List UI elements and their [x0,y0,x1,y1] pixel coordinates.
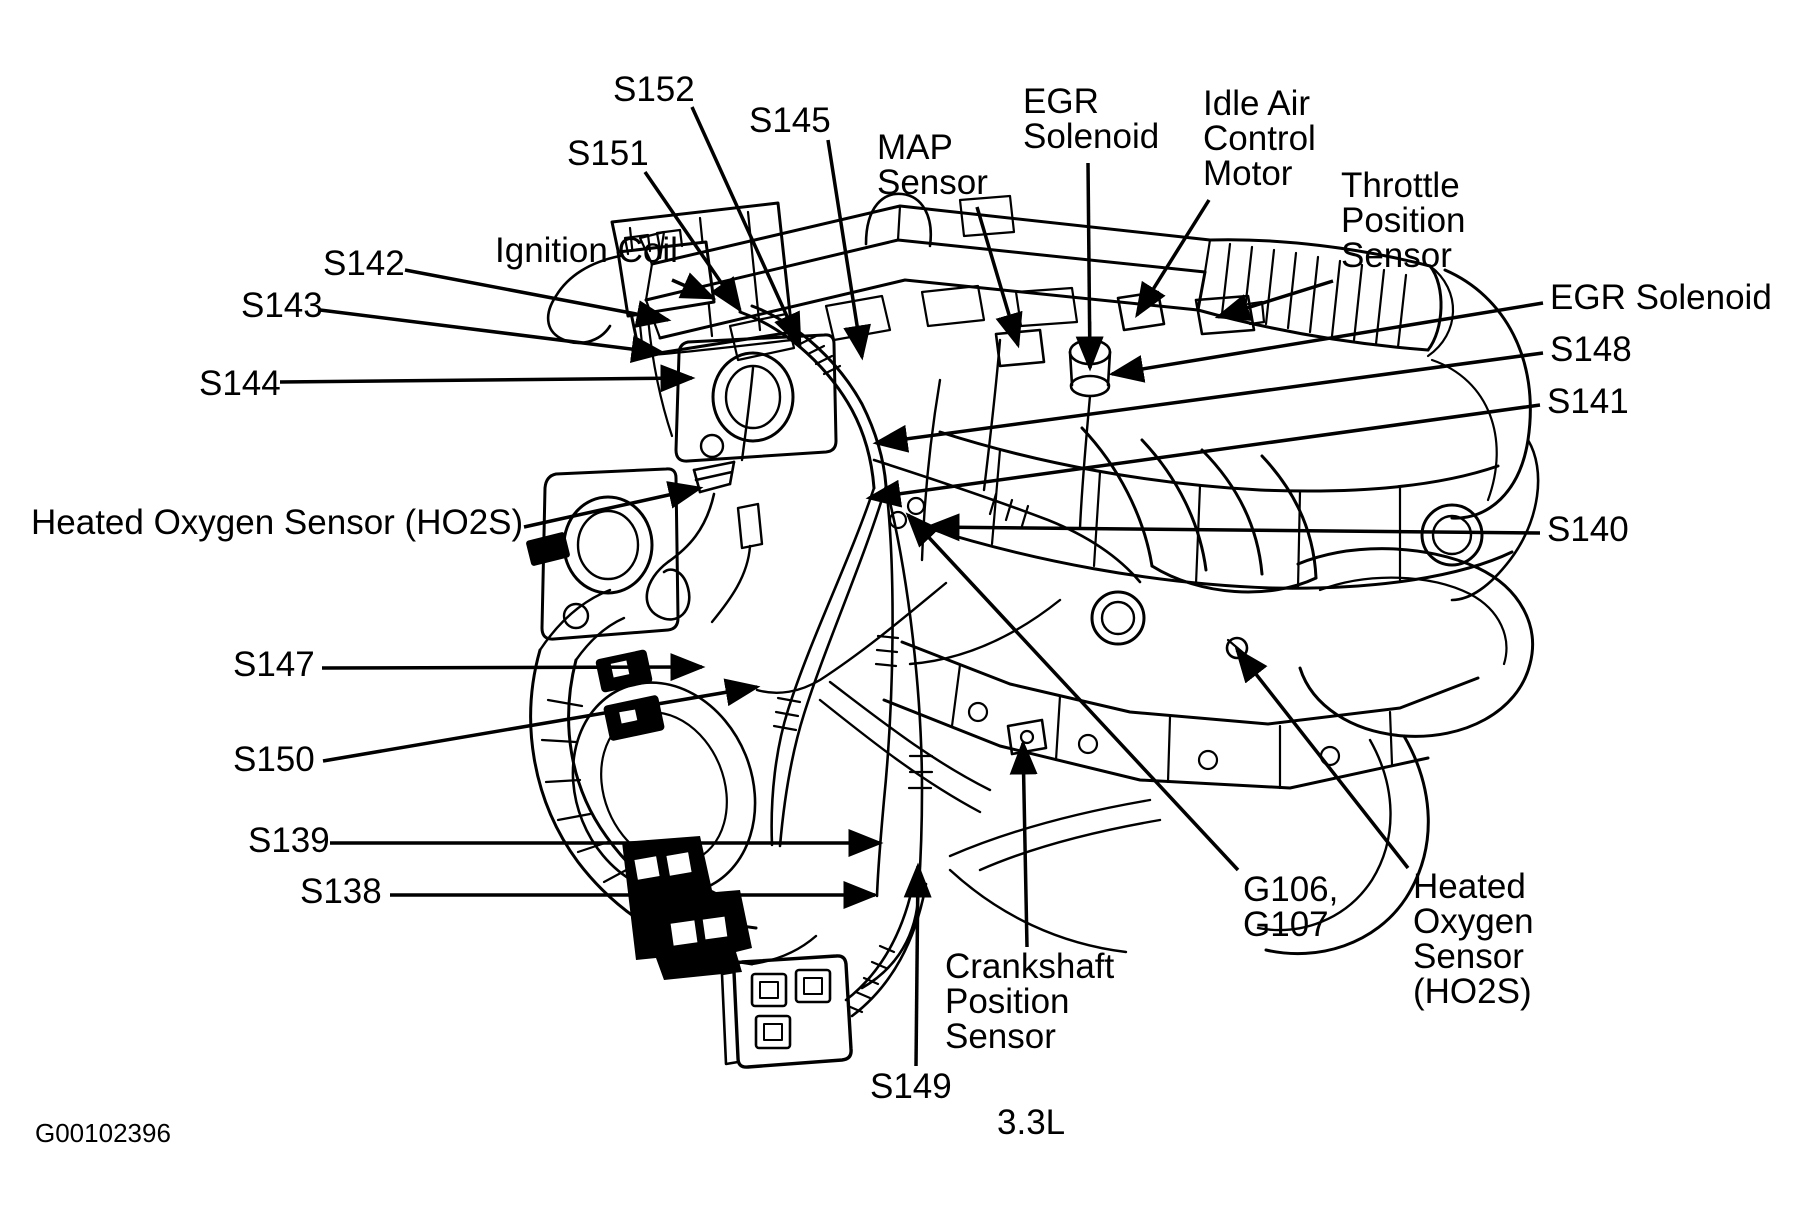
label-ignition-coil: Ignition Coil [495,231,678,270]
map-sensor-part [994,328,1046,368]
label-s149: S149 [870,1067,952,1106]
engine-block [882,430,1514,790]
wiring-harness [738,304,1142,990]
leader-s151 [643,171,742,313]
leader-s141 [865,403,1541,508]
intake-plenum [638,192,1212,362]
engine-drawing [526,192,1540,1069]
label-s150: S150 [233,740,315,779]
leader-ignition-coil [671,272,717,300]
label-egr-solenoid-right: EGR Solenoid [1550,278,1772,317]
leader-lines [279,106,1544,1067]
label-s144: S144 [199,364,281,403]
heat-shield [1225,547,1535,738]
exhaust-manifold-right [1080,426,1484,646]
label-g106-g107: G106, G107 [1243,870,1339,944]
exhaust-flange-upper [674,333,838,463]
label-s152: S152 [613,70,695,109]
throttle-body [1196,238,1540,602]
label-crankshaft-position-sensor: Crankshaft Position Sensor [945,947,1115,1056]
leader-map-sensor [975,206,1023,349]
connector-cavities [610,660,728,946]
label-s151: S151 [567,134,649,173]
leader-egr-solenoid-top [1075,162,1104,372]
leader-s144 [279,364,696,393]
label-throttle-position-sensor: Throttle Position Sensor [1341,166,1466,275]
label-s140: S140 [1547,510,1629,549]
lower-right-block [948,734,1430,956]
leader-s152 [690,106,802,349]
leader-egr-solenoid-right [1108,301,1544,383]
leader-s149 [903,862,932,1067]
label-s143: S143 [241,286,323,325]
label-idle-air-control-motor: Idle Air Control Motor [1203,84,1316,193]
label-heated-oxygen-sensor-left: Heated Oxygen Sensor (HO2S) [31,503,524,542]
leader-s143 [319,308,667,363]
label-egr-solenoid-top: EGR Solenoid [1023,82,1160,156]
bulkhead-connector [720,878,928,1069]
label-heated-oxygen-sensor-right: Heated Oxygen Sensor (HO2S) [1413,867,1534,1011]
leader-s148 [872,351,1544,453]
leader-s147 [321,653,706,682]
leader-g106-g107 [905,512,1240,872]
leader-idle-air-control-motor [1135,199,1211,318]
engine-size-label: 3.3L [997,1103,1066,1142]
leader-crankshaft-position-sensor [1009,739,1038,948]
label-map-sensor: MAP Sensor [877,128,988,202]
heated-oxygen-sensor-left-part [645,366,764,624]
label-s147: S147 [233,645,315,684]
leader-heated-oxygen-sensor-left [523,481,704,529]
leader-s142 [404,268,672,328]
label-s141: S141 [1547,382,1629,421]
label-s148: S148 [1550,330,1632,369]
label-s139: S139 [248,821,330,860]
leader-throttle-position-sensor [1214,279,1334,321]
label-s138: S138 [300,872,382,911]
leader-s150 [322,678,761,763]
leader-s145 [826,139,871,361]
harness-connectors [526,532,752,980]
label-s142: S142 [323,244,405,283]
misc-hoses [755,338,1162,872]
label-s145: S145 [749,101,831,140]
drawing-number: G00102396 [35,1118,171,1148]
leader-heated-oxygen-sensor-right [1234,647,1410,870]
leader-s140 [924,513,1541,542]
